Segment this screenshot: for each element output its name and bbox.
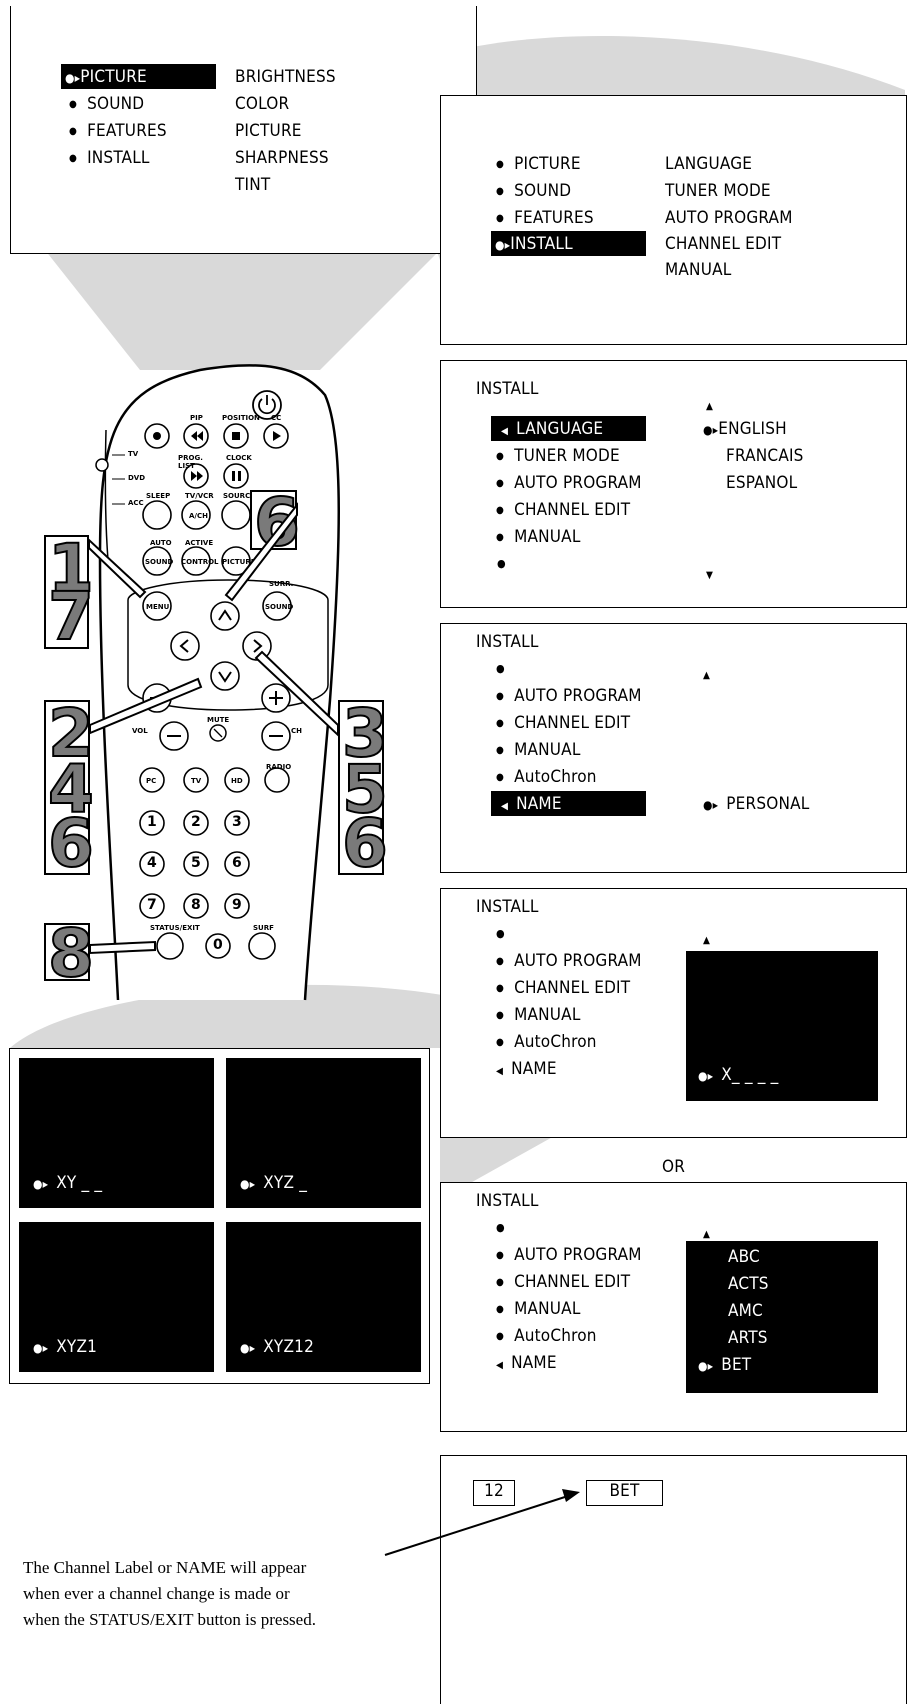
tv-label: TV xyxy=(191,777,201,785)
surr-label: SURR. xyxy=(269,580,293,588)
key-7[interactable]: 7 xyxy=(147,897,157,913)
key-2[interactable]: 2 xyxy=(191,814,201,830)
side-label-acc: ACC xyxy=(128,499,144,507)
key-9[interactable]: 9 xyxy=(232,897,242,913)
mute-label: MUTE xyxy=(207,716,229,724)
pc-label: PC xyxy=(146,777,156,785)
key-1[interactable]: 1 xyxy=(147,814,157,830)
ach-label: A/CH xyxy=(189,512,208,520)
step-number-6: 6 xyxy=(254,491,300,555)
sleep-label: SLEEP xyxy=(146,492,170,500)
tvvcr-label: TV/VCR xyxy=(185,492,214,500)
radio-label: RADIO xyxy=(266,763,291,771)
key-5[interactable]: 5 xyxy=(191,855,201,871)
prog-list-label: PROG. LIST xyxy=(178,454,203,470)
clock-label: CLOCK xyxy=(226,454,252,462)
key-4[interactable]: 4 xyxy=(147,855,157,871)
key-3[interactable]: 3 xyxy=(232,814,242,830)
menu-label: MENU xyxy=(146,603,169,611)
step-number-6: 6 xyxy=(48,812,94,876)
status-exit-label: STATUS/EXIT xyxy=(150,924,200,932)
key-8[interactable]: 8 xyxy=(191,897,201,913)
control-label: CONTROL xyxy=(181,558,219,566)
side-label-tv: TV xyxy=(128,450,138,458)
picture-label: PICTURE xyxy=(222,558,256,566)
surr-sound-label: SOUND xyxy=(265,603,293,611)
key-6[interactable]: 6 xyxy=(232,855,242,871)
sound-label: SOUND xyxy=(145,558,173,566)
side-label-dvd: DVD xyxy=(128,474,145,482)
step-number-7: 7 xyxy=(48,585,94,649)
position-label: POSITION xyxy=(222,414,260,422)
auto-label: AUTO xyxy=(150,539,172,547)
vol-label: VOL xyxy=(132,727,148,735)
pip-label: PIP xyxy=(190,414,203,422)
key-0[interactable]: 0 xyxy=(213,937,223,953)
ch-label: CH xyxy=(291,727,302,735)
active-label: ACTIVE xyxy=(185,539,213,547)
step-number-8: 8 xyxy=(48,922,94,986)
step-number-6: 6 xyxy=(342,812,388,876)
cc-label: CC xyxy=(271,414,281,422)
surf-label: SURF xyxy=(253,924,274,932)
hd-label: HD xyxy=(231,777,243,785)
